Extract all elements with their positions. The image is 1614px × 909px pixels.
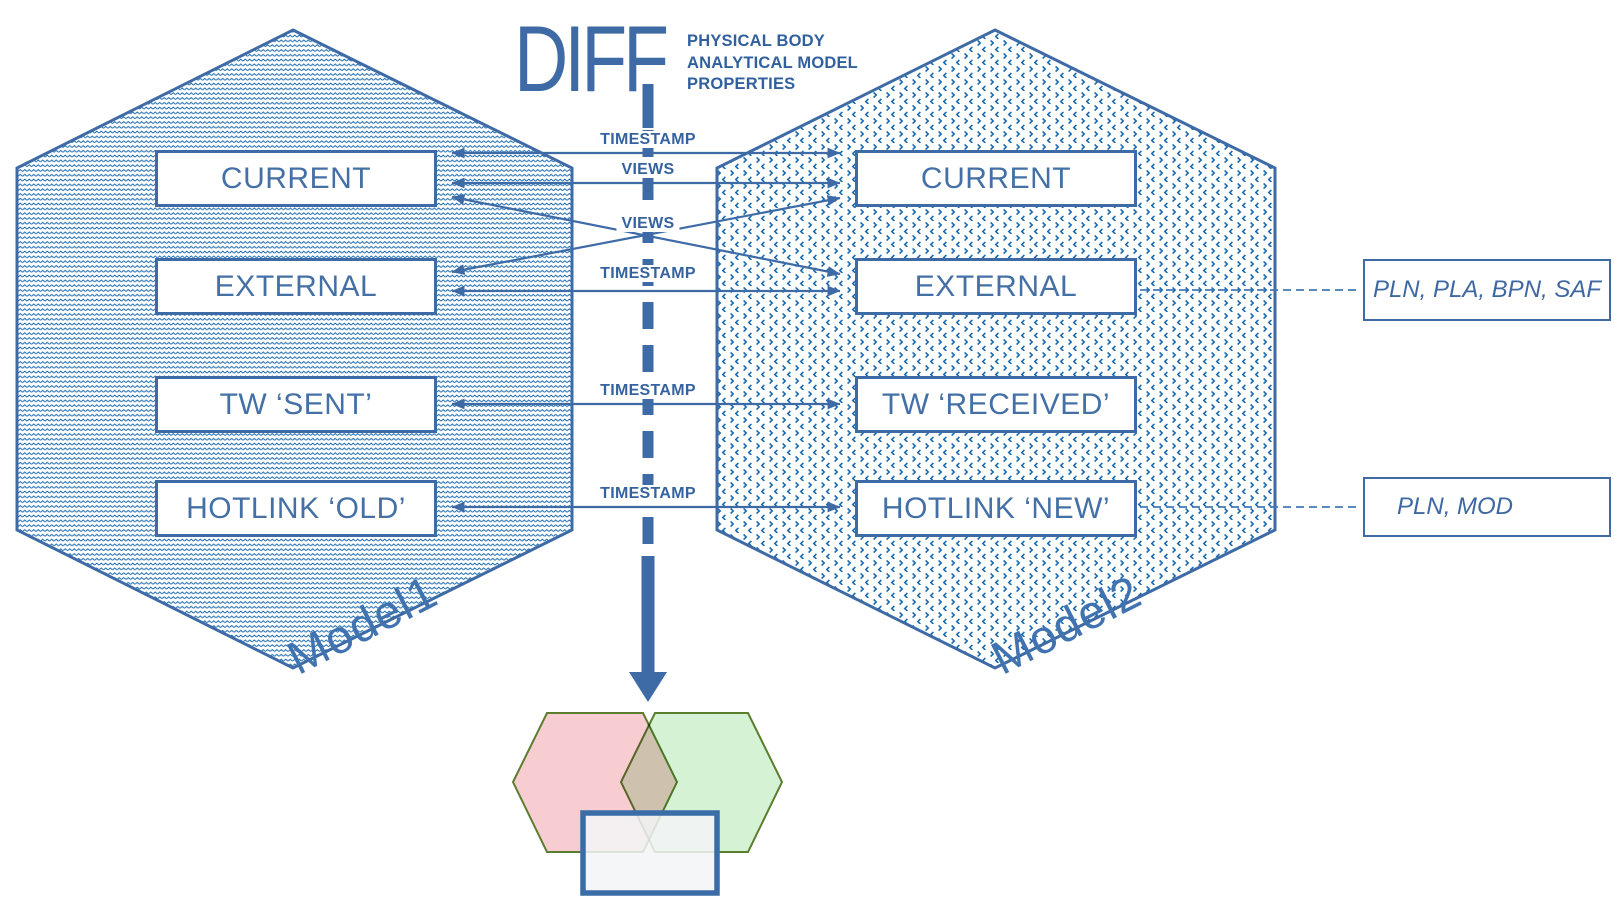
model1-box-external: EXTERNAL — [155, 258, 437, 315]
diff-subtitle-line-3: PROPERTIES — [687, 75, 796, 93]
model2-box-external: EXTERNAL — [855, 258, 1137, 315]
flow-label-timestamp-3: TIMESTAMP — [595, 382, 701, 399]
flow-label-timestamp-2: TIMESTAMP — [595, 265, 701, 282]
model1-box-current: CURRENT — [155, 150, 437, 207]
flow-label-timestamp-4: TIMESTAMP — [595, 485, 701, 502]
diff-subtitle-line-2: ANALYTICAL MODEL — [687, 53, 858, 72]
annotation-box-hotlink-properties: PLN, MOD — [1363, 477, 1611, 537]
flow-label-timestamp-1: TIMESTAMP — [595, 131, 701, 148]
model2-hexagon — [715, 28, 1277, 670]
model2-box-hotlink-new: HOTLINK ‘NEW’ — [855, 480, 1137, 537]
model2-box-tw-received: TW ‘RECEIVED’ — [855, 376, 1137, 433]
merge-arrow-head — [629, 672, 667, 702]
model2-box-current: CURRENT — [855, 150, 1137, 207]
flow-label-views-1: VIEWS — [616, 161, 680, 178]
diff-subtitle-line-1: PHYSICAL BODY — [687, 32, 825, 50]
diff-title: DIFF — [514, 6, 669, 111]
result-rectangle — [580, 810, 720, 896]
diff-subtitle: PHYSICAL BODY ANALYTICAL MODEL PROPERTIE… — [687, 31, 947, 96]
model1-box-tw-sent: TW ‘SENT’ — [155, 376, 437, 433]
model1-box-hotlink-old: HOTLINK ‘OLD’ — [155, 480, 437, 537]
flow-arrow-views-cross-b — [451, 195, 841, 275]
flow-label-views-2: VIEWS — [616, 215, 680, 232]
model1-hexagon — [15, 28, 574, 670]
annotation-box-external-properties: PLN, PLA, BPN, SAF — [1363, 259, 1611, 321]
